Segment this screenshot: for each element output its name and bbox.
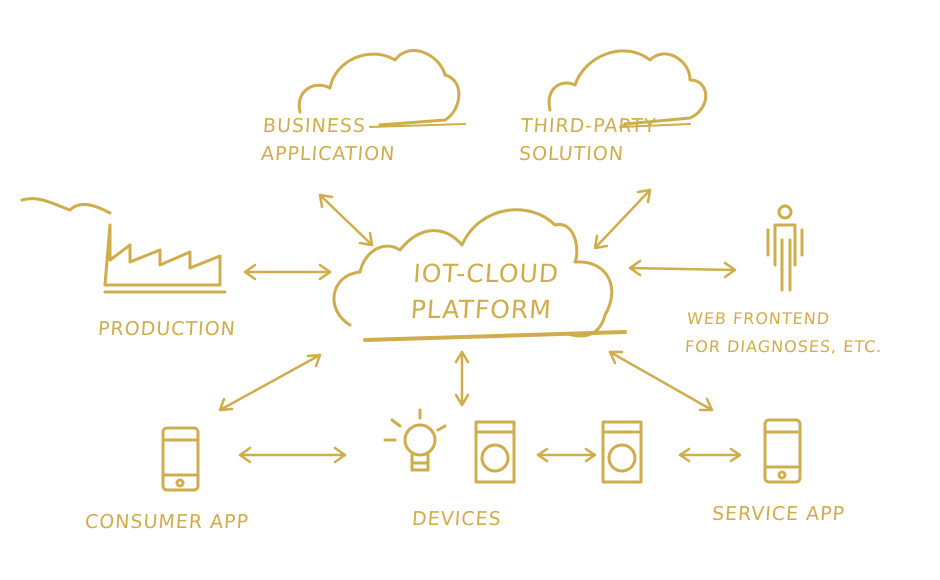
- thirdparty-label-line1: Third-Party: [520, 115, 658, 137]
- thirdparty-cloud-shape: [547, 49, 708, 126]
- thirdparty-underline: [619, 123, 691, 128]
- web-label-line2: for Diagnoses, etc.: [684, 337, 884, 356]
- washing-machine-icon: [474, 420, 516, 484]
- business-label-line2: Application: [260, 143, 397, 165]
- web-label-line1: Web Frontend: [686, 309, 831, 328]
- iot-cloud-label-line1: IoT-Cloud: [412, 259, 561, 288]
- lightbulb-icon: [383, 408, 447, 472]
- bidirectional-arrows: [218, 188, 742, 464]
- business-cloud-shape: [297, 49, 461, 127]
- service-phone-icon: [763, 418, 802, 484]
- iot-cloud-label-line2: Platform: [409, 295, 553, 324]
- consumer-phone-icon: [161, 426, 200, 492]
- business-label-line1: Business: [262, 115, 367, 137]
- production-label: Production: [97, 318, 237, 340]
- consumer-app-label: Consumer App: [84, 511, 250, 533]
- devices-label: Devices: [411, 508, 503, 530]
- thirdparty-label-line2: Solution: [518, 143, 625, 165]
- iot-cloud-shape: [332, 208, 614, 338]
- person-icon: [766, 204, 804, 292]
- iot-cloud-label: IoT-Cloud Platform: [409, 256, 560, 328]
- factory-icon: [20, 197, 227, 294]
- third-party-solution-label: Third-Party Solution: [518, 112, 657, 168]
- business-underline: [369, 123, 466, 128]
- web-frontend-label: Web Frontend for Diagnoses, etc.: [684, 305, 885, 361]
- washing-machine-icon: [601, 420, 643, 484]
- business-application-label: Business Application: [260, 112, 398, 168]
- iot-cloud-underline: [363, 330, 627, 342]
- service-app-label: Service App: [711, 503, 846, 525]
